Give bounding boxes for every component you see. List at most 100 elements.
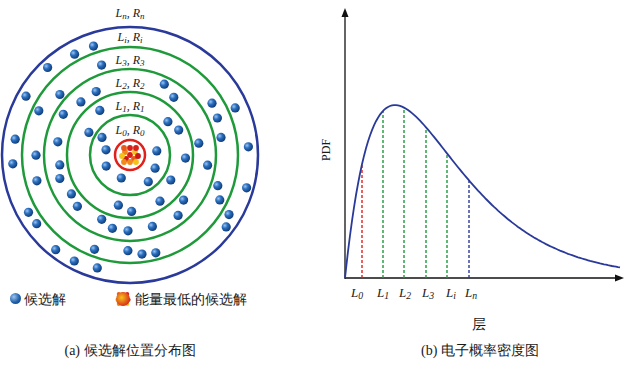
candidate-dot xyxy=(224,210,233,219)
layer-dash xyxy=(361,164,362,278)
layer-circle xyxy=(22,47,238,263)
candidate-dot xyxy=(194,139,203,148)
candidate-dot xyxy=(73,202,82,211)
candidate-dot xyxy=(55,160,64,169)
candidate-dot xyxy=(67,189,76,198)
candidate-dot xyxy=(213,113,222,122)
layer-tick: L2 xyxy=(399,286,411,301)
candidate-dot xyxy=(102,162,111,171)
layer-dash xyxy=(425,127,426,278)
candidate-dot xyxy=(137,250,146,259)
candidate-dot xyxy=(160,80,169,89)
candidate-dot xyxy=(123,246,132,255)
candidate-dot xyxy=(169,93,178,102)
cluster-ball xyxy=(119,153,125,159)
candidate-dot xyxy=(32,176,41,185)
candidate-dot xyxy=(11,135,20,144)
candidate-dot xyxy=(95,106,104,115)
candidate-dot xyxy=(76,97,85,106)
cluster-ball xyxy=(133,145,139,151)
candidate-dot xyxy=(174,211,183,220)
candidate-dot xyxy=(97,215,106,224)
candidate-dot xyxy=(148,222,157,231)
candidate-dot xyxy=(90,245,99,254)
legend-swatch xyxy=(10,293,21,304)
legend-cluster xyxy=(115,292,130,306)
candidate-dot xyxy=(213,181,222,190)
candidate-dot xyxy=(123,226,132,235)
axis-title: PDF xyxy=(320,139,334,161)
candidate-dot xyxy=(51,245,60,254)
layer-label: L0, R0 xyxy=(115,124,144,138)
legend-text: 候选解 xyxy=(24,291,66,307)
candidate-dot xyxy=(31,151,40,160)
layer-dash xyxy=(382,111,383,278)
layer-label: Li, Ri xyxy=(117,31,142,45)
layer-label: L1, R1 xyxy=(115,100,144,114)
candidate-dot xyxy=(59,110,68,119)
candidate-dot xyxy=(231,103,240,112)
layer-tick: Ln xyxy=(465,286,477,301)
candidate-dot xyxy=(151,248,160,257)
axis-title: 层 xyxy=(472,316,486,332)
pdf-curve xyxy=(345,105,620,278)
inner-circle xyxy=(115,140,145,170)
candidate-dot xyxy=(151,164,160,173)
candidate-dot xyxy=(70,256,79,265)
cluster-ball xyxy=(127,145,133,151)
candidate-dot xyxy=(97,133,106,142)
layer-tick: Li xyxy=(446,286,456,301)
candidate-dot xyxy=(70,50,79,59)
candidate-dot xyxy=(32,219,41,228)
cluster-ball xyxy=(121,159,127,165)
candidate-dot xyxy=(55,174,64,183)
candidate-dot xyxy=(53,137,62,146)
candidate-dot xyxy=(108,224,117,233)
layer-dashes xyxy=(362,108,469,278)
candidate-dot xyxy=(55,90,64,99)
candidate-dot xyxy=(93,263,102,272)
caption: (b) 电子概率密度图 xyxy=(421,343,539,359)
cluster-ball xyxy=(135,153,141,159)
candidate-dot xyxy=(222,222,231,231)
layer-tick: L0 xyxy=(351,286,363,301)
candidate-dot xyxy=(215,195,224,204)
layer-label: Ln, Rn xyxy=(115,7,144,21)
outer-circle xyxy=(2,27,258,283)
cluster-ball xyxy=(133,159,139,165)
layer-tick: L3 xyxy=(422,286,434,301)
candidate-dots xyxy=(8,42,253,273)
layer-dash xyxy=(446,153,447,278)
best-solution-cluster xyxy=(119,145,141,165)
candidate-dot xyxy=(89,42,98,51)
legend-text: 能量最低的候选解 xyxy=(135,291,247,307)
candidate-dot xyxy=(216,133,225,142)
candidate-dot xyxy=(34,106,43,115)
cluster-ball xyxy=(121,145,127,151)
y-axis xyxy=(344,14,345,279)
layer-circle xyxy=(67,92,193,218)
candidate-dot xyxy=(203,161,212,170)
candidate-dot xyxy=(207,99,216,108)
candidate-dot xyxy=(117,173,126,182)
candidate-dot xyxy=(43,63,52,72)
candidate-dot xyxy=(97,61,106,70)
candidate-dot xyxy=(84,128,93,137)
legend-swatch xyxy=(116,292,130,306)
layer-dash xyxy=(468,180,469,278)
candidate-dot xyxy=(244,142,253,151)
layer-label: L2, R2 xyxy=(115,77,144,91)
layer-tick: L1 xyxy=(377,286,389,301)
x-axis xyxy=(345,277,618,278)
candidate-dot xyxy=(179,196,188,205)
candidate-dot xyxy=(144,177,153,186)
layer-dash xyxy=(403,108,404,278)
cluster-ball xyxy=(127,159,133,165)
candidate-dot xyxy=(166,175,175,184)
candidate-dot xyxy=(155,197,164,206)
candidate-dot xyxy=(127,207,136,216)
candidate-dot xyxy=(242,183,251,192)
candidate-dot xyxy=(92,87,101,96)
candidate-dot xyxy=(174,126,183,135)
